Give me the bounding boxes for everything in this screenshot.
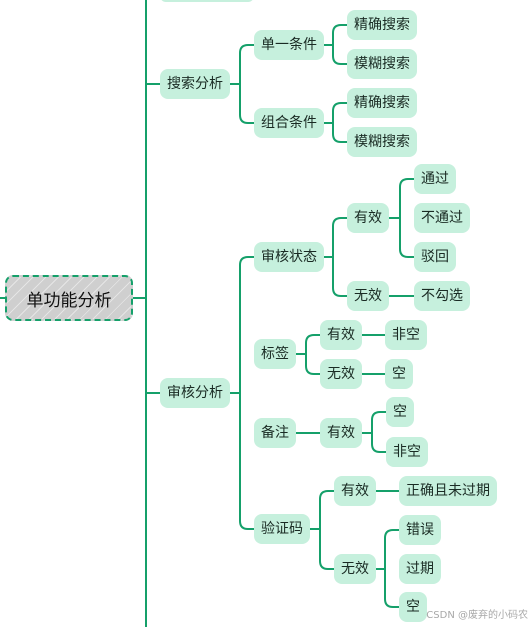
node-status-valid[interactable]: 有效 bbox=[347, 203, 389, 233]
node-captcha-invalid[interactable]: 无效 bbox=[334, 554, 376, 584]
node-captcha-wrong[interactable]: 错误 bbox=[399, 515, 441, 545]
node-tag-nonempty[interactable]: 非空 bbox=[385, 320, 427, 350]
root-label: 单功能分析 bbox=[26, 290, 112, 311]
node-status-reject[interactable]: 驳回 bbox=[414, 242, 456, 272]
node-combo-exact-search[interactable]: 精确搜索 bbox=[347, 88, 417, 118]
node-review-status[interactable]: 审核状态 bbox=[254, 242, 324, 272]
node-remark-nonempty[interactable]: 非空 bbox=[386, 437, 428, 467]
watermark: CSDN @废弃的小码农 bbox=[426, 610, 528, 621]
node-single-exact-search[interactable]: 精确搜索 bbox=[347, 10, 417, 40]
node-captcha-valid[interactable]: 有效 bbox=[334, 476, 376, 506]
node-tag[interactable]: 标签 bbox=[254, 339, 296, 369]
node-combo-fuzzy-search[interactable]: 模糊搜索 bbox=[347, 127, 417, 157]
node-remark-empty[interactable]: 空 bbox=[386, 397, 414, 427]
node-status-invalid[interactable]: 无效 bbox=[347, 281, 389, 311]
node-status-fail[interactable]: 不通过 bbox=[414, 203, 470, 233]
node-tag-invalid[interactable]: 无效 bbox=[320, 359, 362, 389]
node-status-pass[interactable]: 通过 bbox=[414, 164, 456, 194]
node-single-fuzzy-search[interactable]: 模糊搜索 bbox=[347, 49, 417, 79]
node-captcha-expired[interactable]: 过期 bbox=[399, 554, 441, 584]
node-captcha-empty[interactable]: 空 bbox=[399, 592, 427, 622]
node-single-condition[interactable]: 单一条件 bbox=[254, 30, 324, 60]
node-captcha[interactable]: 验证码 bbox=[254, 514, 310, 544]
node-remark-valid[interactable]: 有效 bbox=[320, 418, 362, 448]
node-tag-valid[interactable]: 有效 bbox=[320, 320, 362, 350]
clipped-node-top bbox=[160, 0, 254, 2]
node-remark[interactable]: 备注 bbox=[254, 418, 296, 448]
node-search-analysis[interactable]: 搜索分析 bbox=[160, 69, 230, 99]
node-captcha-correct[interactable]: 正确且未过期 bbox=[399, 476, 497, 506]
node-status-unchecked[interactable]: 不勾选 bbox=[414, 281, 470, 311]
node-combo-condition[interactable]: 组合条件 bbox=[254, 108, 324, 138]
node-tag-empty[interactable]: 空 bbox=[385, 359, 413, 389]
root-node[interactable]: 单功能分析 bbox=[5, 275, 133, 321]
node-review-analysis[interactable]: 审核分析 bbox=[160, 378, 230, 408]
